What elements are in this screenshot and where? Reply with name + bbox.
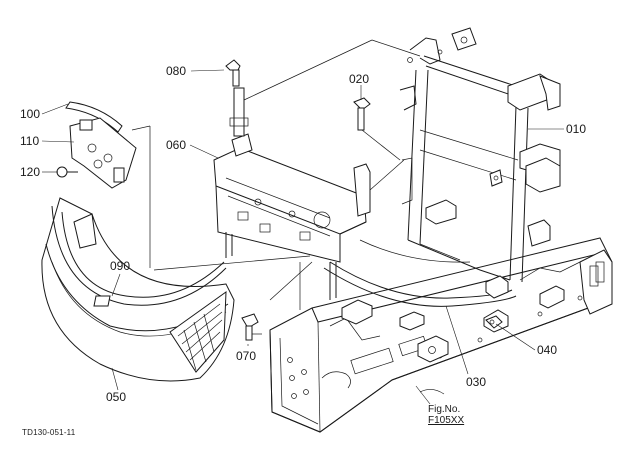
- chassis-frame: [269, 237, 613, 433]
- callout-030: 030: [466, 375, 487, 389]
- radiator-frame: [323, 27, 561, 307]
- drawing-code: TD130-051-11: [22, 428, 76, 437]
- callout-070: 070: [236, 349, 257, 363]
- figure-reference-code: F105XX: [428, 415, 465, 426]
- callout-090: 090: [110, 259, 131, 273]
- callout-080: 080: [166, 64, 187, 78]
- callout-040: 040: [537, 343, 558, 357]
- callout-120: 120: [20, 165, 41, 179]
- figure-reference-label: Fig.No.: [428, 404, 461, 415]
- figure-reference: Fig.No. F105XX: [428, 404, 464, 426]
- bolt-070: [241, 313, 259, 341]
- front-cover: [41, 197, 235, 382]
- bolt-020: [353, 97, 371, 131]
- leader-lines: [41, 69, 564, 405]
- seal-strip: [65, 101, 123, 133]
- callout-010: 010: [566, 122, 587, 136]
- callout-100: 100: [20, 107, 41, 121]
- screw-120: [56, 166, 78, 178]
- callout-060: 060: [166, 138, 187, 152]
- callout-050: 050: [106, 390, 127, 404]
- callout-020: 020: [349, 72, 370, 86]
- wing-bolt: [225, 59, 241, 87]
- grille-bracket: [69, 117, 137, 189]
- callout-110: 110: [20, 134, 40, 148]
- assembly-lines: [131, 39, 421, 335]
- bracket-assembly: [213, 87, 371, 300]
